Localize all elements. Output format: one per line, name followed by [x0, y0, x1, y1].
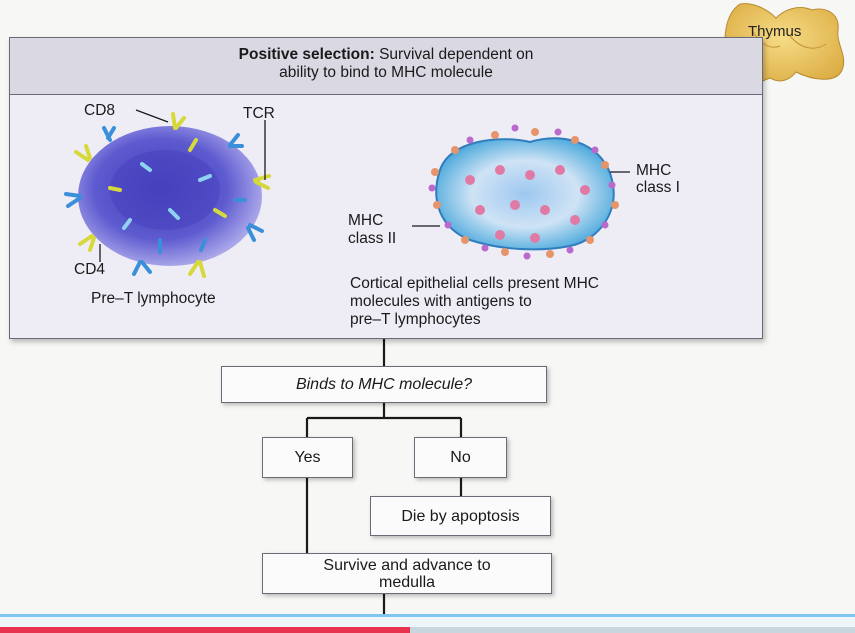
yes-box: Yes: [262, 437, 353, 478]
video-control-strip: [0, 617, 855, 627]
video-progress-played[interactable]: [0, 627, 410, 633]
cortical-epithelial-cell-icon: [412, 124, 630, 260]
tcr-label: TCR: [243, 105, 275, 122]
video-progress-remaining[interactable]: [410, 627, 855, 633]
cortical-caption-line3: pre–T lymphocytes: [350, 311, 481, 328]
thymus-label: Thymus: [748, 23, 802, 40]
header-title-bold: Positive selection:: [238, 46, 375, 63]
cd8-label: CD8: [84, 102, 116, 119]
panel-header: Positive selection: Survival dependent o…: [10, 38, 762, 95]
mhc-class-i-label-line1: MHC: [636, 162, 672, 179]
mhc-class-ii-label-line1: MHC: [348, 212, 384, 229]
cortical-caption-line1: Cortical epithelial cells present MHC: [350, 275, 599, 292]
apoptosis-box: Die by apoptosis: [370, 496, 551, 536]
mhc-class-ii-label-line2: class II: [348, 230, 397, 247]
mhc-class-i-label-line2: class I: [636, 179, 680, 196]
header-title-rest: Survival dependent on: [374, 46, 534, 63]
pre-t-lymphocyte-label: Pre–T lymphocyte: [91, 290, 216, 307]
cortical-caption-line2: molecules with antigens to: [350, 293, 532, 310]
pre-t-lymphocyte-icon: [64, 109, 271, 278]
no-box: No: [414, 437, 507, 478]
question-box: Binds to MHC molecule?: [221, 366, 547, 403]
survive-line2: medulla: [378, 573, 436, 591]
survive-line1: Survive and advance to: [323, 556, 491, 574]
flow-connectors: [305, 338, 463, 614]
survive-box: Survive and advance to medulla: [262, 553, 552, 594]
header-title-line2: ability to bind to MHC molecule: [279, 64, 493, 81]
cd4-label: CD4: [74, 261, 106, 278]
